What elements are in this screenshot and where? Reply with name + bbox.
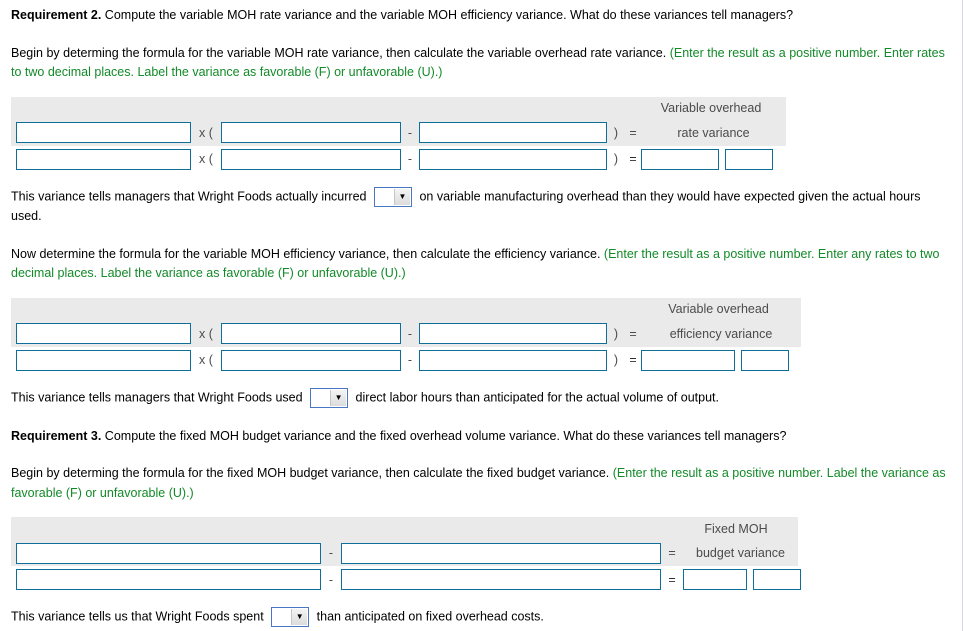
rate-variance-panel: Variable overhead x ( - ) = rate varianc… xyxy=(11,96,948,173)
requirement-3-text: Compute the fixed MOH budget variance an… xyxy=(104,428,787,443)
budget-variance-operator-equals: = xyxy=(668,546,676,561)
budget-variance-panel: Fixed MOH - = budget variance - = xyxy=(11,517,948,593)
requirement-3-heading: Requirement 3. Compute the fixed MOH bud… xyxy=(11,427,948,446)
efficiency-variance-panel: Variable overhead x ( - ) = efficiency v… xyxy=(11,297,948,374)
efficiency-variance-formula-input-3[interactable] xyxy=(419,323,607,345)
rate-variance-formula-row: x ( - ) = rate variance xyxy=(11,120,948,146)
rate-variance-formula-input-2[interactable] xyxy=(221,122,401,143)
requirement-2-label: Requirement 2. xyxy=(11,8,102,22)
budget-variance-caption-line1: Fixed MOH xyxy=(704,521,768,536)
budget-variance-amount-input[interactable] xyxy=(683,569,747,591)
budget-variance-instruction-green: (Enter the result as a positive number. … xyxy=(11,466,946,500)
rate-variance-conclusion-before: This variance tells managers that Wright… xyxy=(11,188,367,203)
budget-variance-result-input-1[interactable] xyxy=(16,569,321,591)
rate-variance-result-input-2[interactable] xyxy=(221,148,401,170)
efficiency-variance-result-input-1[interactable] xyxy=(16,349,191,371)
rate-variance-result-row: x ( - ) = xyxy=(11,146,948,173)
rate-variance-instruction-black: Begin by determing the formula for the v… xyxy=(11,45,667,60)
budget-variance-conclusion: This variance tells us that Wright Foods… xyxy=(11,607,948,628)
rate-variance-instruction: Begin by determing the formula for the v… xyxy=(11,44,948,83)
efficiency-variance-result-operator-close-paren: ) xyxy=(613,353,619,368)
rate-variance-result-input-3[interactable] xyxy=(419,148,607,170)
budget-variance-result-operator-minus: - xyxy=(328,572,334,587)
efficiency-variance-result-operator-times: x ( xyxy=(199,353,213,368)
budget-variance-formula-input-2[interactable] xyxy=(341,542,661,564)
requirement-2-text: Compute the variable MOH rate variance a… xyxy=(104,8,794,22)
efficiency-variance-operator-equals: = xyxy=(629,326,637,341)
rate-variance-label-input[interactable] xyxy=(725,148,773,170)
budget-variance-formula-row: - = budget variance xyxy=(11,540,948,566)
budget-variance-result-row: - = xyxy=(11,566,948,593)
efficiency-variance-operator-minus: - xyxy=(407,326,413,341)
chevron-down-icon[interactable]: ▼ xyxy=(291,609,308,626)
rate-variance-result-operator-minus: - xyxy=(407,152,413,166)
rate-variance-instruction-green: (Enter the result as a positive number. … xyxy=(11,45,945,80)
chevron-down-icon[interactable]: ▼ xyxy=(330,389,347,406)
budget-variance-result-input-2[interactable] xyxy=(341,569,661,591)
rate-variance-formula-input-1[interactable] xyxy=(16,122,191,143)
efficiency-variance-formula-input-1[interactable] xyxy=(16,323,191,345)
efficiency-variance-formula-row: x ( - ) = efficiency variance xyxy=(11,321,948,347)
efficiency-variance-result-operator-minus: - xyxy=(407,353,413,368)
budget-variance-result-operator-equals: = xyxy=(668,572,676,587)
rate-variance-result-operator-close-paren: ) xyxy=(613,152,619,166)
efficiency-variance-conclusion-before: This variance tells managers that Wright… xyxy=(11,389,303,404)
efficiency-variance-formula-input-2[interactable] xyxy=(221,323,401,345)
rate-variance-operator-times: x ( xyxy=(199,125,213,140)
budget-variance-conclusion-before: This variance tells us that Wright Foods… xyxy=(11,609,264,624)
requirement-3-label: Requirement 3. xyxy=(11,428,102,443)
rate-variance-result-input-1[interactable] xyxy=(16,148,191,170)
efficiency-variance-dropdown[interactable]: ▼ xyxy=(310,387,349,408)
budget-variance-formula-input-1[interactable] xyxy=(16,542,321,564)
efficiency-variance-caption-row: Variable overhead xyxy=(11,298,948,321)
rate-variance-conclusion-after: on variable manufacturing overhead than … xyxy=(11,188,921,223)
budget-variance-caption-line2: budget variance xyxy=(696,546,785,561)
rate-variance-formula-input-3[interactable] xyxy=(419,122,607,143)
efficiency-variance-caption-line1: Variable overhead xyxy=(668,302,769,317)
rate-variance-operator-close-paren: ) xyxy=(613,125,619,140)
rate-variance-caption-row: Variable overhead xyxy=(11,97,948,120)
efficiency-variance-caption-line2: efficiency variance xyxy=(669,326,773,341)
efficiency-variance-label-input[interactable] xyxy=(741,349,789,371)
efficiency-variance-conclusion: This variance tells managers that Wright… xyxy=(11,387,948,408)
efficiency-variance-result-input-3[interactable] xyxy=(419,349,607,371)
rate-variance-result-operator-equals: = xyxy=(629,152,637,166)
efficiency-variance-amount-input[interactable] xyxy=(641,349,735,371)
efficiency-variance-conclusion-after: direct labor hours than anticipated for … xyxy=(355,389,719,404)
rate-variance-operator-equals: = xyxy=(629,125,637,140)
budget-variance-instruction: Begin by determing the formula for the f… xyxy=(11,464,948,503)
budget-variance-operator-minus: - xyxy=(328,546,334,561)
rate-variance-dropdown[interactable]: ▼ xyxy=(373,186,412,207)
efficiency-variance-result-row: x ( - ) = xyxy=(11,347,948,374)
rate-variance-result-operator-times: x ( xyxy=(199,152,213,166)
efficiency-variance-operator-times: x ( xyxy=(199,326,213,341)
efficiency-variance-result-operator-equals: = xyxy=(629,353,637,368)
efficiency-variance-operator-close-paren: ) xyxy=(613,326,619,341)
rate-variance-caption-line2: rate variance xyxy=(677,125,750,140)
budget-variance-instruction-black: Begin by determing the formula for the f… xyxy=(11,466,610,481)
budget-variance-dropdown[interactable]: ▼ xyxy=(271,607,310,628)
efficiency-variance-instruction-green: (Enter the result as a positive number. … xyxy=(11,246,940,281)
budget-variance-conclusion-after: than anticipated on fixed overhead costs… xyxy=(316,609,544,624)
efficiency-variance-instruction-black: Now determine the formula for the variab… xyxy=(11,246,601,261)
budget-variance-caption-row: Fixed MOH xyxy=(11,517,948,540)
budget-variance-label-input[interactable] xyxy=(753,569,801,591)
rate-variance-conclusion: This variance tells managers that Wright… xyxy=(11,186,948,226)
rate-variance-operator-minus: - xyxy=(407,125,413,140)
efficiency-variance-instruction: Now determine the formula for the variab… xyxy=(11,245,948,284)
rate-variance-caption-line1: Variable overhead xyxy=(660,101,762,115)
requirement-2-heading: Requirement 2. Compute the variable MOH … xyxy=(11,6,948,25)
rate-variance-amount-input[interactable] xyxy=(641,148,719,170)
efficiency-variance-result-input-2[interactable] xyxy=(221,349,401,371)
chevron-down-icon[interactable]: ▼ xyxy=(393,188,410,205)
